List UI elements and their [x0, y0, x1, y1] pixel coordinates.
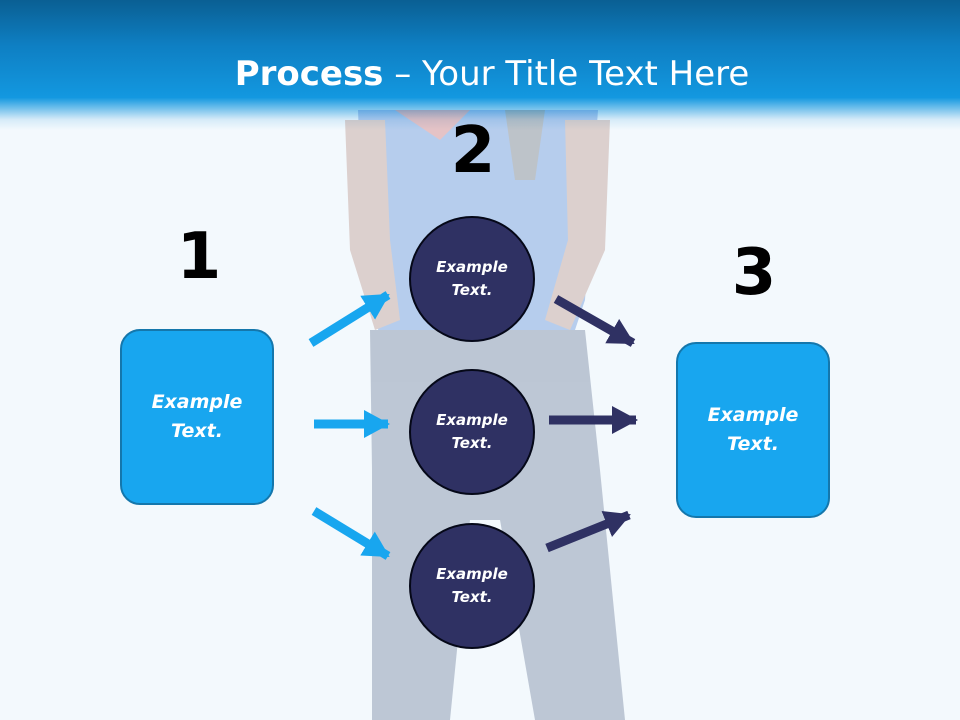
step-1-box: Example Text. — [120, 329, 274, 505]
step-3-box: Example Text. — [676, 342, 830, 518]
arrow-1-to-bottom-circle — [311, 507, 391, 560]
step-2-circle-middle-text: Example Text. — [436, 411, 508, 452]
arrow-1-to-top-circle — [308, 291, 391, 347]
arrow-bottom-circle-to-3 — [545, 510, 631, 553]
title-rest: – Your Title Text Here — [383, 54, 750, 94]
step-number-1: 1 — [176, 220, 222, 294]
title-banner — [0, 0, 960, 130]
step-1-text: Example Text. — [151, 391, 243, 442]
step-2-circle-bottom-text: Example Text. — [436, 565, 508, 606]
step-number-3: 3 — [731, 236, 777, 310]
title-bold: Process — [234, 54, 384, 94]
step-2-circle-middle: Example Text. — [409, 369, 535, 495]
step-number-2: 2 — [450, 114, 496, 188]
step-2-circle-top-text: Example Text. — [436, 258, 508, 299]
slide-title: Process – Your Title Text Here — [0, 52, 960, 96]
step-2-circle-bottom: Example Text. — [409, 523, 535, 649]
step-2-circle-top: Example Text. — [409, 216, 535, 342]
step-3-text: Example Text. — [707, 404, 799, 455]
arrow-top-circle-to-3 — [553, 295, 636, 347]
